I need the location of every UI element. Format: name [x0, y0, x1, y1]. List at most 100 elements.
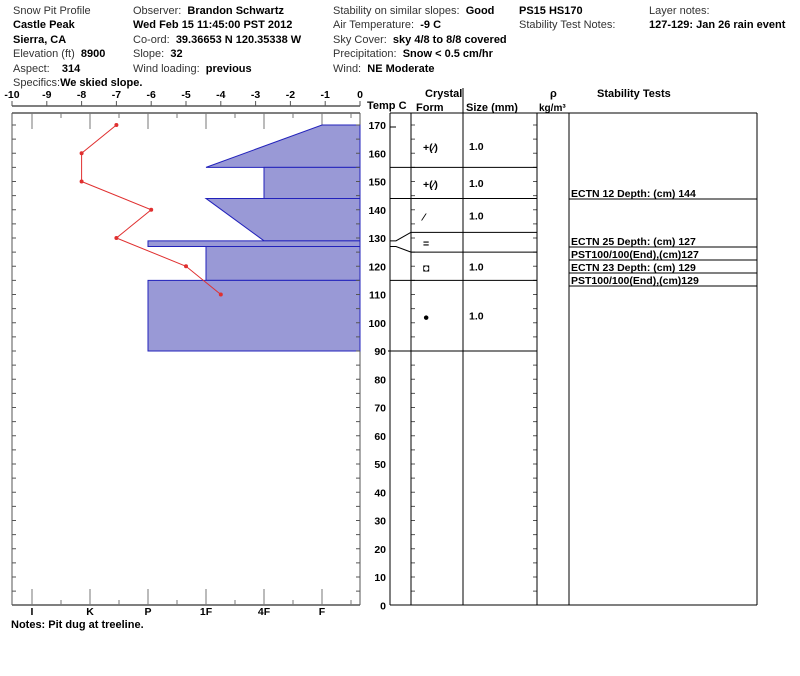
elevation-value: 8900 — [80, 48, 106, 60]
wind-loading-value: previous — [205, 63, 252, 75]
wind-value: NE Moderate — [367, 63, 435, 75]
temp-tick-label: -1 — [321, 89, 330, 101]
aspect-value: 314 — [61, 63, 81, 75]
precip-label: Precipitation: — [333, 48, 397, 60]
crystal-form-symbol: ● — [423, 312, 429, 324]
stability-test-entry: PST100/100(End),(cm)127 — [571, 249, 699, 261]
stability-label: Stability on similar slopes: — [333, 5, 460, 17]
hardness-label: 4F — [258, 606, 271, 618]
height-tick-label: 140 — [368, 205, 386, 217]
sky-value: sky 4/8 to 8/8 covered — [392, 34, 507, 46]
height-tick-label: 120 — [368, 261, 386, 273]
height-tick-label: 20 — [374, 544, 386, 556]
stability-test-entry: PST100/100(End),(cm)129 — [571, 275, 699, 287]
sky-label: Sky Cover: — [333, 34, 387, 46]
temperature-point — [218, 292, 223, 297]
temperature-point — [184, 264, 188, 269]
datetime: Wed Feb 15 11:45:00 PST 2012 — [133, 19, 293, 31]
region: Sierra, CA — [13, 34, 67, 46]
specifics-value: We skied slope. — [60, 77, 143, 89]
temp-tick-label: -10 — [4, 89, 19, 101]
coord-label: Co-ord: — [133, 34, 170, 46]
height-tick-label: 70 — [374, 403, 386, 415]
specifics-label: Specifics: — [13, 77, 61, 89]
observer-label: Observer: — [133, 5, 182, 17]
stability-test-entry: ECTN 23 Depth: (cm) 129 — [571, 262, 696, 274]
stability-notes-label: Stability Test Notes: — [519, 19, 616, 31]
layer-connector — [390, 231, 412, 242]
height-tick-label: 100 — [368, 318, 386, 330]
crystal-size: 1.0 — [469, 311, 484, 323]
stability-tests-header: Stability Tests — [597, 88, 671, 100]
temp-tick-label: -2 — [286, 89, 295, 101]
precip-value: Snow < 0.5 cm/hr — [402, 48, 493, 60]
height-tick-label: 150 — [368, 177, 386, 189]
stability-value: Good — [465, 5, 495, 17]
stability: Stability on similar slopes: Good — [333, 5, 494, 18]
temp-tick-label: -3 — [251, 89, 260, 101]
wind: Wind: NE Moderate — [333, 63, 435, 76]
slope-label: Slope: — [133, 48, 165, 60]
precipitation: Precipitation: Snow < 0.5 cm/hr — [333, 48, 493, 61]
air-temp-value: -9 C — [420, 19, 442, 31]
hardness-label: I — [31, 606, 34, 618]
temp-tick-label: 0 — [357, 89, 363, 101]
height-tick-label: 170 — [368, 120, 386, 132]
temp-tick-label: -9 — [42, 89, 51, 101]
hardness-label: 1F — [200, 606, 213, 618]
temperature-point — [149, 207, 154, 212]
height-tick-label: 50 — [374, 459, 386, 471]
layer-notes-label: Layer notes: — [649, 5, 710, 17]
crystal-form-symbol: = — [423, 238, 429, 250]
ps-hs: PS15 HS170 — [519, 5, 583, 17]
rho-header: ρ — [550, 88, 557, 100]
height-tick-label: 160 — [368, 148, 386, 160]
wind-label: Wind: — [333, 63, 362, 75]
hardness-bar — [204, 197, 361, 242]
coord: Co-ord: 39.36653 N 120.35338 W — [133, 34, 301, 47]
location: Castle Peak — [13, 19, 75, 31]
temperature-point — [79, 151, 84, 156]
temperature-point — [114, 236, 119, 240]
notes: Notes: Pit dug at treeline. — [11, 619, 144, 631]
air-temp: Air Temperature: -9 C — [333, 19, 441, 32]
specifics: Specifics:We skied slope. — [13, 77, 142, 90]
stability-test-entry: ECTN 25 Depth: (cm) 127 — [571, 236, 696, 248]
coord-value: 39.36653 N 120.35338 W — [175, 34, 302, 46]
height-tick-label: 80 — [374, 374, 386, 386]
temp-tick-label: -5 — [181, 89, 190, 101]
temp-tick-label: -7 — [112, 89, 121, 101]
hardness-bar — [205, 124, 361, 168]
height-tick-label: 0 — [380, 600, 386, 612]
elevation-label: Elevation (ft) — [13, 48, 75, 60]
aspect-label: Aspect: — [13, 63, 50, 75]
hardness-bar — [205, 245, 361, 281]
crystal-size: 1.0 — [469, 210, 484, 222]
size-header: Size (mm) — [466, 102, 518, 114]
sky-cover: Sky Cover: sky 4/8 to 8/8 covered — [333, 34, 507, 47]
hardness-label: K — [86, 606, 94, 618]
slope-value: 32 — [170, 48, 183, 60]
observer: Observer: Brandon Schwartz — [133, 5, 284, 18]
observer-value: Brandon Schwartz — [187, 5, 284, 17]
form-header: Form — [416, 102, 444, 114]
height-tick-label: 10 — [374, 572, 386, 584]
crystal-form-symbol: +(⁄) — [423, 179, 438, 191]
crystal-form-symbol: ◘ — [423, 262, 429, 274]
density-unit-header: kg/m³ — [539, 103, 566, 114]
height-tick-label: 40 — [374, 487, 386, 499]
temperature-point — [79, 179, 84, 184]
elevation: Elevation (ft) 8900 — [13, 48, 105, 61]
layer-connector — [390, 245, 412, 253]
stability-test-entry: ECTN 12 Depth: (cm) 144 — [571, 188, 696, 200]
report-title: Snow Pit Profile — [13, 5, 91, 17]
crystal-size: 1.0 — [469, 141, 484, 153]
hardness-label: P — [144, 606, 151, 618]
temp-tick-label: -8 — [77, 89, 86, 101]
hardness-bar — [263, 166, 361, 199]
wind-loading-label: Wind loading: — [133, 63, 200, 75]
hardness-bar — [147, 240, 361, 247]
layer-notes: 127-129: Jan 26 rain event — [649, 19, 786, 31]
aspect: Aspect: 314 — [13, 63, 80, 76]
